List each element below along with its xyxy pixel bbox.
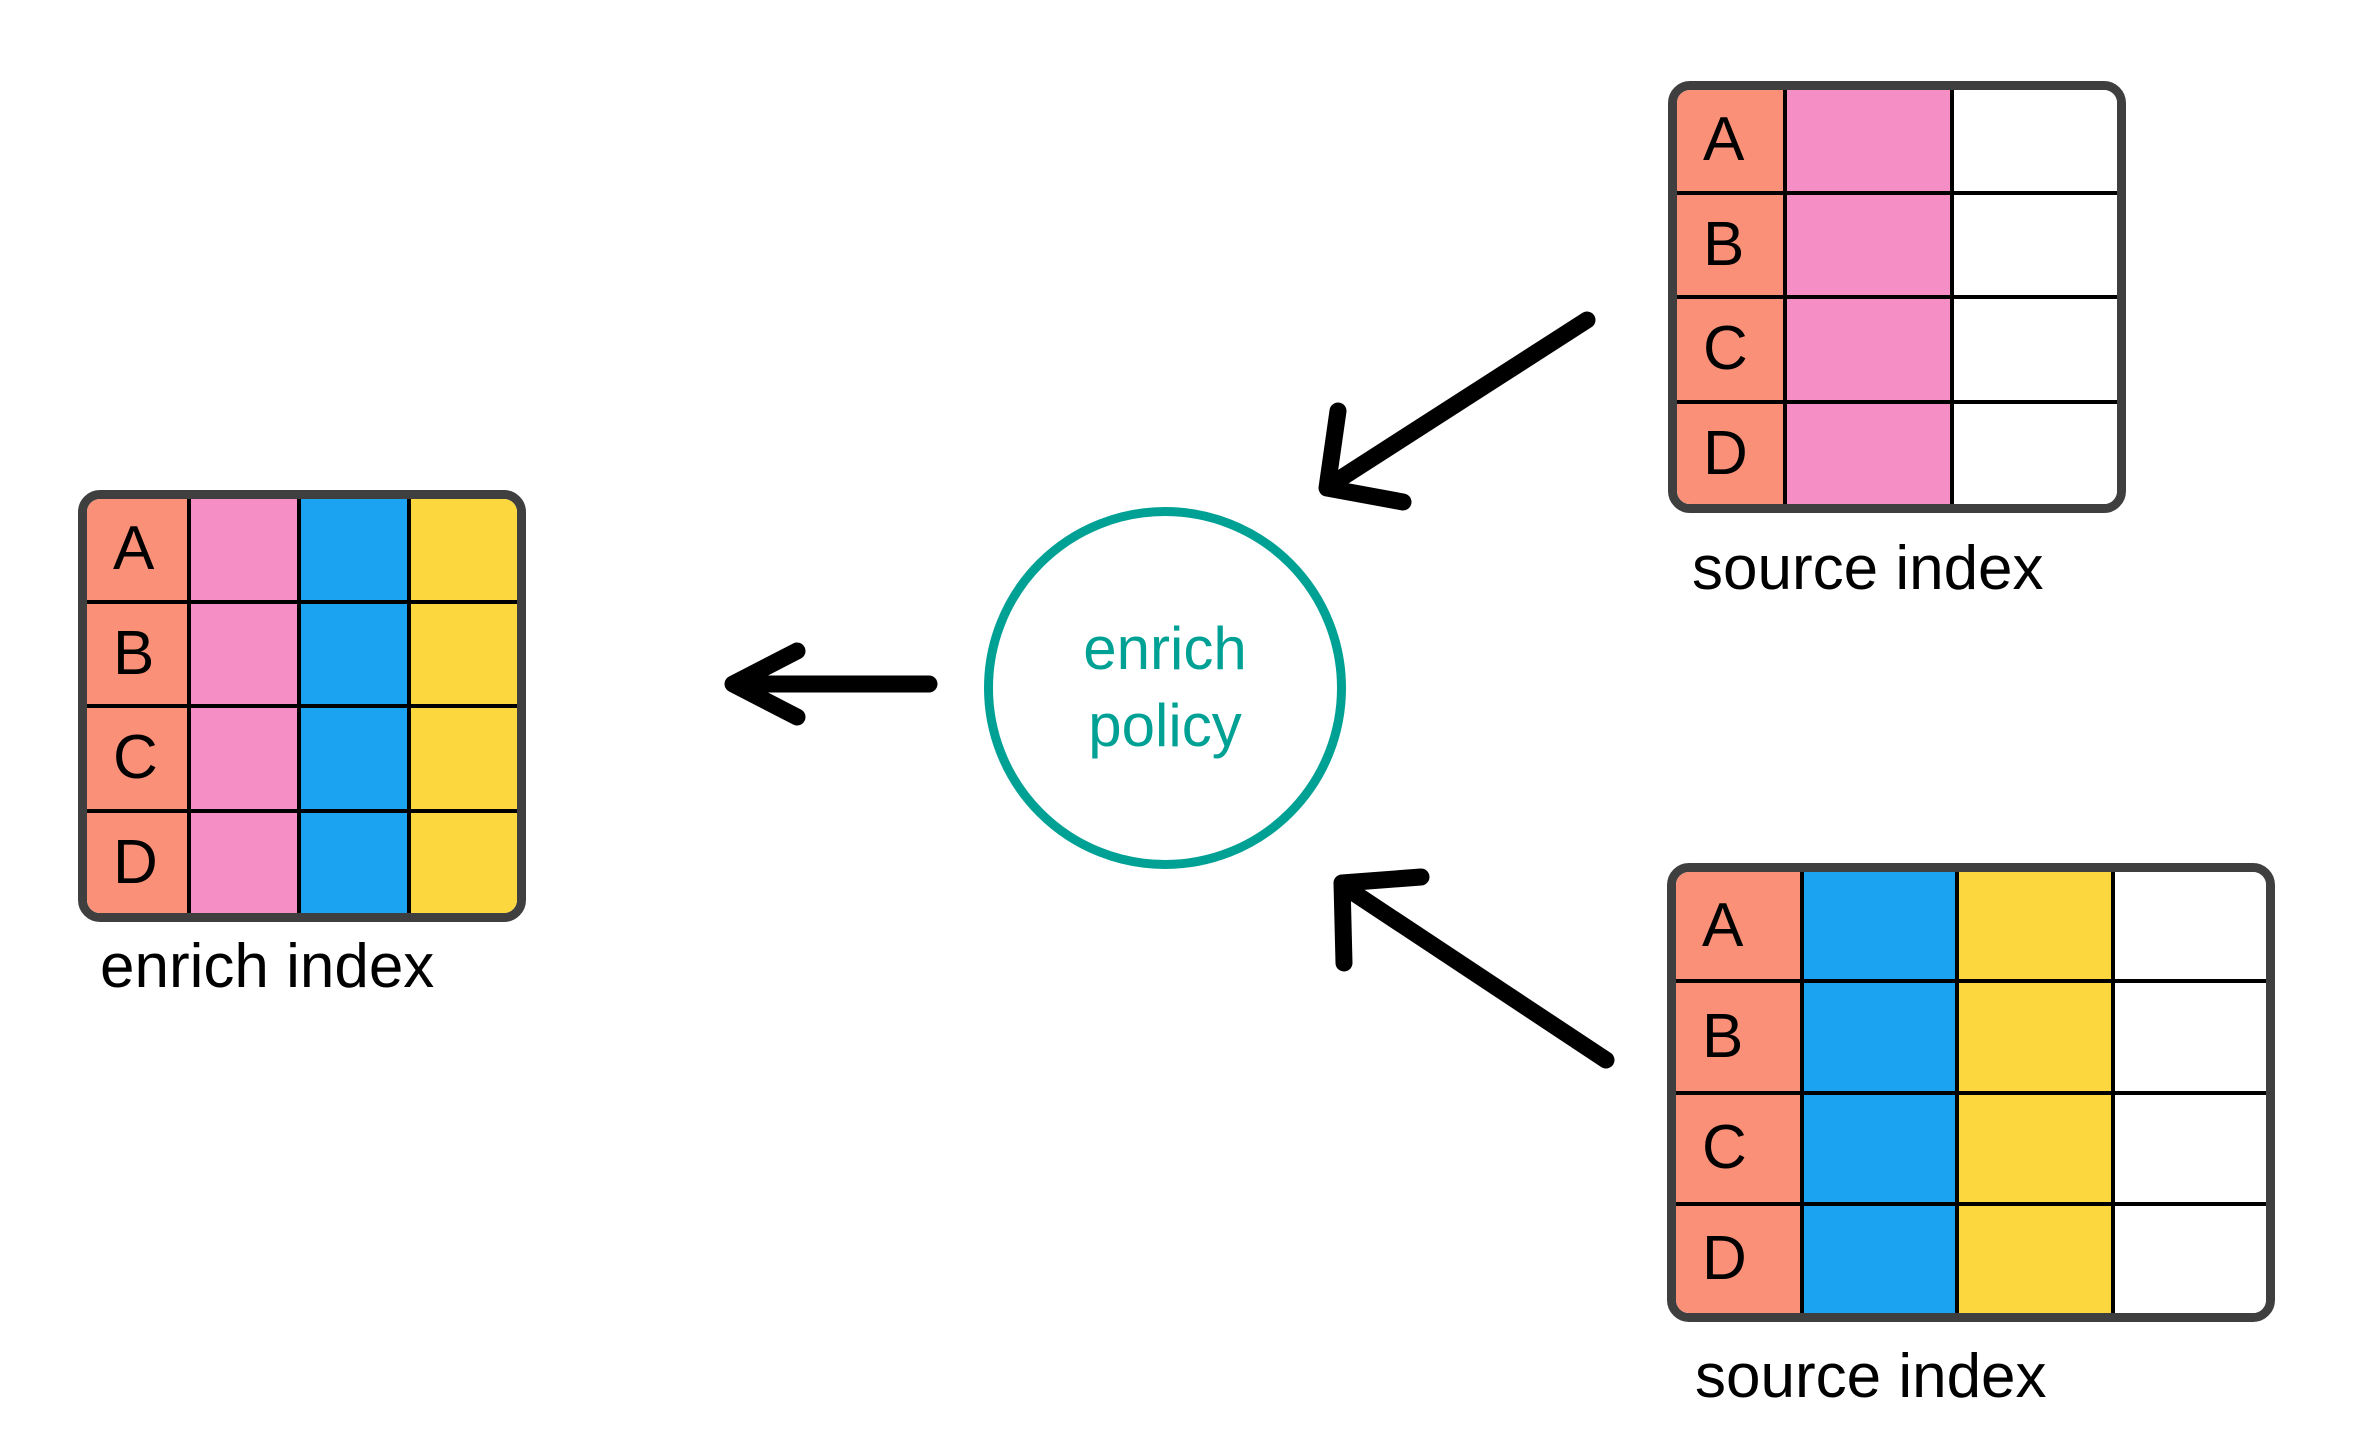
source-index-table-top: A B C D [1668,81,2126,513]
cell-pink [1787,90,1954,191]
cell-blue [301,708,411,809]
cell-pink [191,812,301,913]
cell-key: D [1677,403,1787,504]
cell-key: D [87,812,191,913]
enrich-policy-label-line2: policy [1088,692,1242,759]
cell-empty [1954,403,2117,504]
table-row: B [87,603,517,708]
table-row: D [87,812,517,913]
cell-pink [191,499,301,600]
arrow-source-top-to-policy-icon [1318,311,1596,511]
enrich-policy-node: enrich policy [984,507,1346,869]
table-row: D [1676,1205,2266,1313]
cell-yellow [1959,983,2115,1091]
table-row: A [1676,872,2266,984]
cell-empty [2114,1205,2266,1313]
table-row: C [1676,1094,2266,1206]
cell-pink [1787,194,1954,295]
cell-key: A [1676,872,1804,980]
table-row: A [1677,90,2117,195]
cell-key: C [87,708,191,809]
cell-pink [191,708,301,809]
enrich-index-table: A B C D [78,490,526,922]
cell-blue [1804,983,1960,1091]
cell-empty [1954,194,2117,295]
enrich-policy-label-line1: enrich [1083,615,1247,683]
source-index-top-caption: source index [1692,534,2044,603]
cell-key: A [1677,90,1787,191]
source-index-table-bottom: A B C D [1667,863,2275,1322]
cell-blue [1804,1094,1960,1202]
table-row: B [1677,194,2117,299]
cell-blue [1804,1205,1960,1313]
cell-blue [301,499,411,600]
cell-pink [1787,403,1954,504]
cell-yellow [1959,1094,2115,1202]
table-row: B [1676,983,2266,1095]
cell-key: C [1676,1094,1804,1202]
table-row: C [1677,299,2117,404]
cell-empty [2114,983,2266,1091]
cell-empty [2114,1094,2266,1202]
cell-yellow [411,708,517,809]
cell-yellow [1959,872,2115,980]
cell-blue [301,603,411,704]
cell-blue [301,812,411,913]
cell-key: B [1677,194,1787,295]
source-index-bottom-caption: source index [1695,1342,2047,1411]
cell-empty [1954,299,2117,400]
table-row: A [87,499,517,604]
table-row: C [87,708,517,813]
cell-yellow [411,499,517,600]
arrow-source-bottom-to-policy-icon [1333,868,1615,1069]
enrich-index-caption: enrich index [100,932,435,1001]
cell-key: C [1677,299,1787,400]
cell-yellow [411,603,517,704]
cell-key: D [1676,1205,1804,1313]
arrow-policy-to-enrich-index-icon [724,642,938,726]
cell-blue [1804,872,1960,980]
cell-key: B [1676,983,1804,1091]
cell-key: A [87,499,191,600]
table-row: D [1677,403,2117,504]
cell-pink [1787,299,1954,400]
cell-empty [2114,872,2266,980]
cell-empty [1954,90,2117,191]
cell-key: B [87,603,191,704]
cell-pink [191,603,301,704]
cell-yellow [411,812,517,913]
cell-yellow [1959,1205,2115,1313]
